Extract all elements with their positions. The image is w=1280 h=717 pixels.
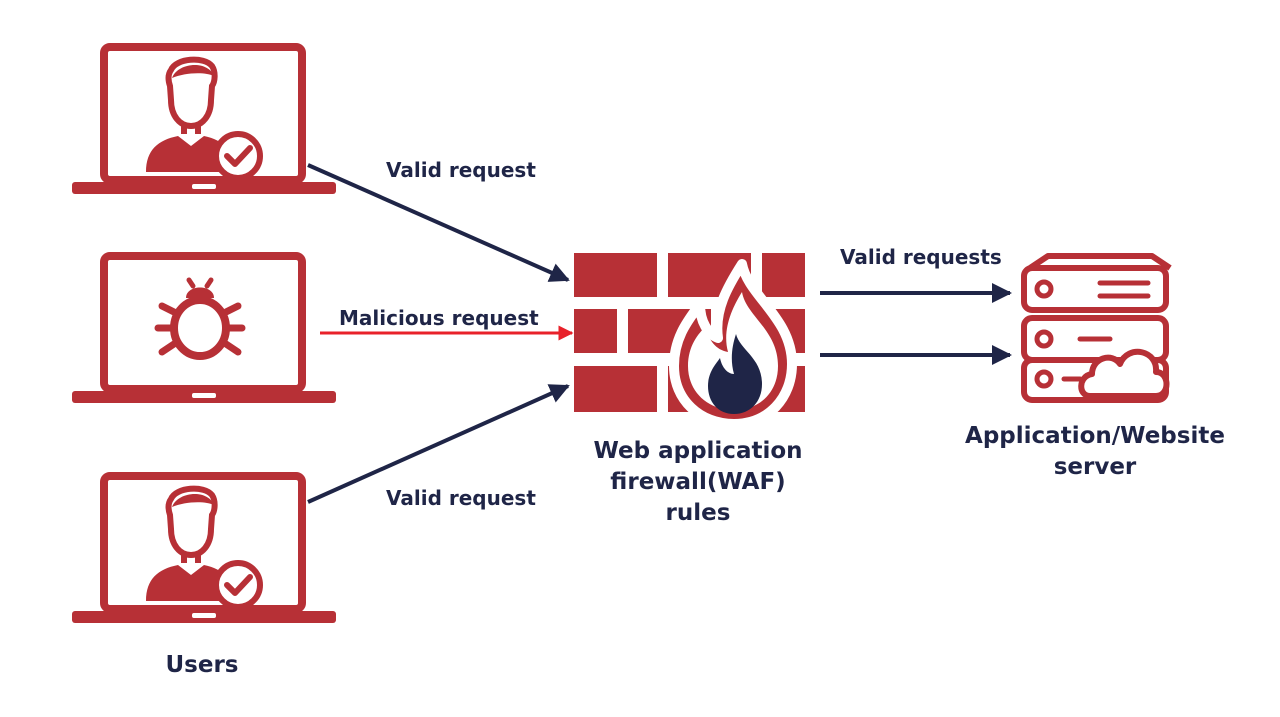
firewall-label: Web application firewall(WAF) rules (560, 436, 836, 529)
user-check-icon (146, 60, 260, 178)
arrow-valid-request-bottom (307, 384, 570, 504)
laptop-user-bottom (72, 472, 336, 623)
server-label-line-2: server (1053, 454, 1137, 480)
users-label: Users (165, 652, 239, 678)
firewall-label-line-2: firewall(WAF) (610, 469, 786, 495)
server-label: Application/Website server (950, 421, 1240, 483)
firewall-label-line-1: Web application (593, 438, 803, 464)
server-label-line-1: Application/Website (965, 423, 1225, 449)
firewall-label-line-3: rules (665, 500, 731, 526)
label-malicious-request: Malicious request (339, 306, 539, 330)
label-valid-requests-out: Valid requests (840, 245, 1002, 269)
arrow-valid-request-top (307, 163, 570, 282)
server-cloud-icon (1021, 253, 1172, 403)
bug-icon (154, 277, 246, 360)
laptop-attacker (72, 252, 336, 403)
laptop-user-top (72, 43, 336, 194)
user-check-icon (146, 489, 260, 607)
brick-wall-flame-icon (574, 253, 805, 429)
label-valid-request-top: Valid request (386, 158, 536, 182)
label-valid-request-bottom: Valid request (386, 486, 536, 510)
